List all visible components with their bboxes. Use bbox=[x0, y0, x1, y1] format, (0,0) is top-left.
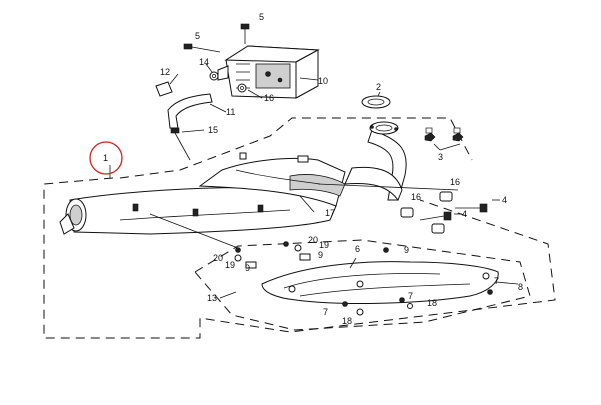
callout-12: 12 bbox=[160, 67, 170, 77]
header-assembly-outline bbox=[119, 117, 473, 179]
callout-16-mid: 16 bbox=[411, 192, 421, 202]
bolt-5-left bbox=[183, 43, 221, 53]
nuts-3 bbox=[424, 127, 464, 142]
callout-3: 3 bbox=[438, 152, 443, 162]
callout-17: 17 bbox=[325, 208, 335, 218]
clip-16-upper bbox=[237, 83, 247, 93]
clamp-15 bbox=[170, 127, 191, 161]
callout-4-lower: 4 bbox=[462, 209, 467, 219]
callout-9-b: 9 bbox=[404, 245, 409, 255]
callout-5-left: 5 bbox=[195, 31, 200, 41]
rubber-16-upper bbox=[400, 191, 453, 234]
callout-19-a: 19 bbox=[319, 240, 329, 250]
heat-shield bbox=[261, 261, 499, 304]
leader-lines bbox=[109, 63, 519, 299]
callout-20-a: 20 bbox=[308, 235, 318, 245]
callout-14: 14 bbox=[199, 57, 209, 67]
callout-18-bottom: 18 bbox=[342, 316, 352, 326]
callout-labels: 1 2 3 4 4 5 5 6 7 7 7 8 9 9 9 10 11 12 1… bbox=[103, 12, 523, 326]
callout-13: 13 bbox=[207, 293, 217, 303]
muffler-body bbox=[59, 152, 346, 235]
callout-7-b: 7 bbox=[408, 291, 413, 301]
callout-20-b: 20 bbox=[213, 253, 223, 263]
callout-11: 11 bbox=[226, 107, 235, 117]
callout-6: 6 bbox=[355, 244, 360, 254]
callout-5-upper: 5 bbox=[259, 12, 264, 22]
hose-12 bbox=[155, 81, 173, 97]
highlight-circle bbox=[89, 141, 123, 175]
gasket-2 bbox=[361, 95, 391, 109]
callout-9-a: 9 bbox=[318, 250, 323, 260]
callout-8: 8 bbox=[518, 282, 523, 292]
fasteners-left-group bbox=[234, 241, 311, 269]
exhaust-valve-actuator bbox=[217, 45, 320, 99]
bolts-4 bbox=[419, 203, 488, 221]
heat-shield-outline bbox=[194, 239, 531, 331]
muffler-assembly-outline bbox=[43, 177, 556, 339]
bolt-5-upper bbox=[240, 23, 250, 44]
hose-11 bbox=[167, 93, 213, 129]
callout-2: 2 bbox=[376, 82, 381, 92]
callout-15: 15 bbox=[208, 125, 218, 135]
nut-14 bbox=[209, 71, 219, 81]
callout-16-right: 16 bbox=[450, 177, 460, 187]
callout-4-upper: 4 bbox=[502, 195, 507, 205]
callout-1: 1 bbox=[103, 153, 108, 163]
callout-7-c: 7 bbox=[323, 307, 328, 317]
callout-7-a: 7 bbox=[494, 276, 499, 286]
callout-10: 10 bbox=[318, 76, 328, 86]
callout-16-upper: 16 bbox=[264, 93, 274, 103]
callout-19-b: 19 bbox=[225, 260, 235, 270]
callout-18-right: 18 bbox=[427, 298, 437, 308]
callout-9-c: 9 bbox=[245, 263, 250, 273]
exhaust-header-pipe bbox=[344, 121, 407, 202]
fasteners-right-group bbox=[342, 247, 493, 316]
